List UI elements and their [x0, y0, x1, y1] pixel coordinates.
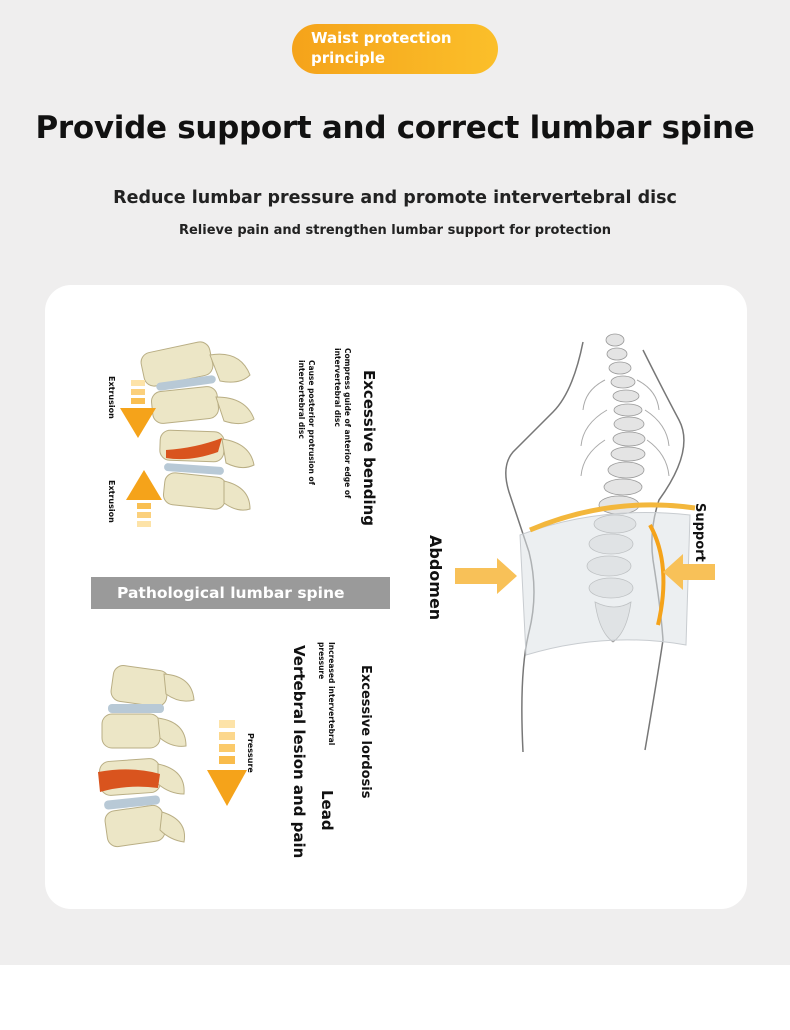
badge-text: Waist protection principle	[311, 29, 452, 67]
page-background: Waist protection principle Provide suppo…	[0, 0, 790, 965]
page-tagline: Relieve pain and strengthen lumbar suppo…	[178, 223, 612, 238]
excessive-lordosis-heading: Excessive lordosis	[358, 665, 373, 799]
lead-label: Lead	[318, 790, 336, 831]
pathological-band: Pathological lumbar spine	[91, 577, 390, 609]
page-subtitle: Reduce lumbar pressure and promote inter…	[113, 188, 677, 208]
disc-lesion-mark	[166, 438, 222, 460]
section-badge: Waist protection principle	[292, 24, 498, 74]
pressure-label: Pressure	[246, 733, 255, 773]
bending-desc-2: Cause posterior protrusion of interverte…	[297, 360, 316, 485]
vertebral-lesion-label: Vertebral lesion and pain	[290, 645, 308, 859]
page-title: Provide support and correct lumbar spine	[35, 110, 755, 146]
lordosis-desc: Increased intervertebral pressure	[317, 642, 336, 746]
arrow-down-icon	[120, 380, 156, 438]
support-label: Support	[692, 503, 707, 562]
spine-bending-illustration	[140, 341, 255, 511]
bending-desc-1: Compress guide of anterior edge of inter…	[333, 348, 352, 499]
pressure-arrow-icon	[207, 720, 247, 806]
extrusion-label-bottom: Extrusion	[107, 480, 116, 523]
arrow-up-icon	[126, 470, 162, 527]
excessive-bending-heading: Excessive bending	[360, 370, 378, 527]
spine-lordosis-illustration	[98, 665, 195, 848]
disc-lesion-mark-bottom	[98, 769, 160, 792]
extrusion-label-top: Extrusion	[107, 376, 116, 419]
body-support-illustration	[455, 333, 715, 753]
abdomen-label: Abdomen	[426, 535, 445, 621]
